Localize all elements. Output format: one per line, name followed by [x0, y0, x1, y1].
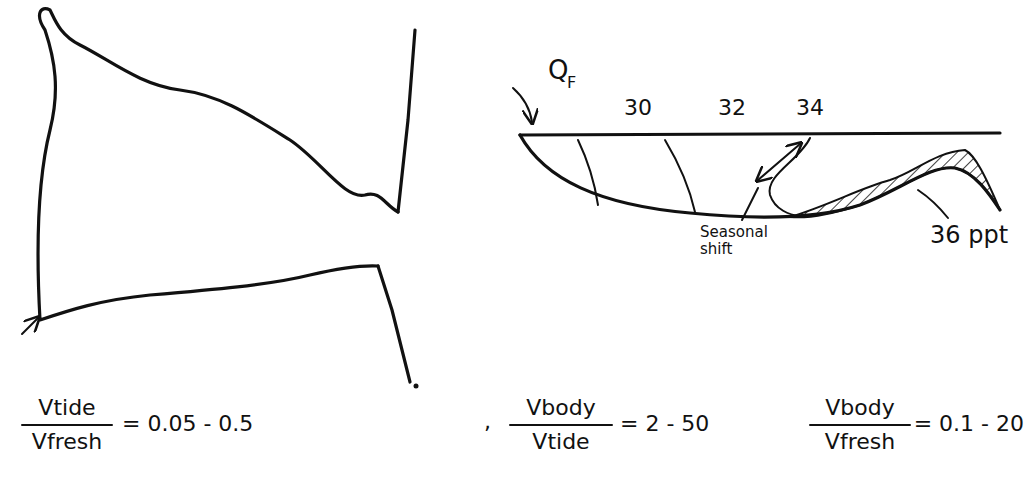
- isohaline: [770, 138, 810, 216]
- coastline: [378, 266, 410, 382]
- coastline: [398, 30, 415, 212]
- isohaline: [578, 140, 598, 205]
- isohaline: [665, 140, 695, 212]
- annotation: 36 ppt: [930, 222, 1008, 248]
- salinity-value: 34: [796, 96, 824, 120]
- lagoon-outline: [38, 9, 398, 320]
- leader-line: [742, 188, 758, 220]
- salinity-value: 30: [624, 96, 652, 120]
- ratio-term: Vbody: [526, 396, 595, 420]
- ratio-term: = 0.05 - 0.5: [122, 412, 253, 436]
- leader-line: [918, 190, 948, 218]
- salinity-value: 32: [718, 96, 746, 120]
- fraction-bar: [510, 424, 612, 426]
- ratio-term: = 2 - 50: [620, 412, 709, 436]
- ratio-term: Vbody: [825, 396, 894, 420]
- ratio-term: Vfresh: [32, 430, 102, 454]
- dot: [414, 384, 419, 389]
- annotation: Seasonal shift: [700, 224, 778, 257]
- ratio-term: ,: [484, 410, 491, 434]
- estuary-bed: [520, 135, 1000, 217]
- fraction-bar: [810, 424, 910, 426]
- water-surface: [520, 133, 1000, 135]
- ratio-term: = 0.1 - 20: [914, 412, 1024, 436]
- ratio-term: Vtide: [532, 430, 589, 454]
- ratio-term: Vtide: [38, 396, 95, 420]
- flow-label: Q: [548, 56, 568, 85]
- shift-arrow: [758, 144, 800, 180]
- fraction-bar: [22, 424, 112, 426]
- flow-label: F: [567, 74, 576, 92]
- ratio-term: Vfresh: [825, 430, 895, 454]
- inflow-arrow: [513, 88, 532, 122]
- hatched-seawater: [790, 150, 1000, 217]
- inflow-arrow: [22, 318, 38, 334]
